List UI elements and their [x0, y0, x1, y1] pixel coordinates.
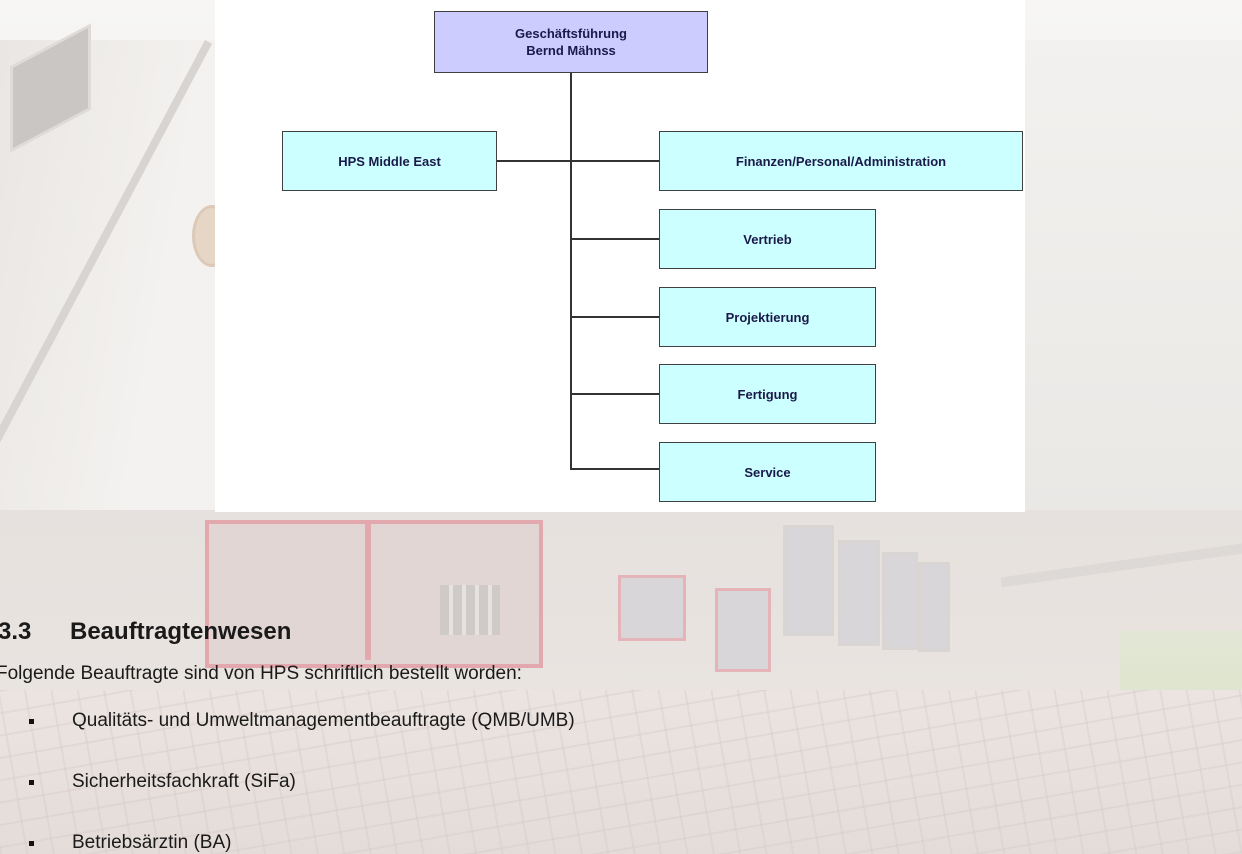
org-chart-branch-line	[570, 393, 660, 395]
org-box-sales: Vertrieb	[659, 209, 876, 269]
org-box-hps-middle-east: HPS Middle East	[282, 131, 497, 191]
org-chart-branch-line	[570, 468, 660, 470]
org-chart-branch-line	[570, 316, 660, 318]
org-chart-trunk-line	[570, 72, 572, 468]
bullet-icon	[29, 841, 34, 846]
section-number: 3.3	[0, 618, 32, 645]
org-chart: Geschäftsführung Bernd Mähnss HPS Middle…	[215, 0, 1025, 512]
bullet-icon	[29, 719, 34, 724]
management-title: Geschäftsführung	[515, 26, 627, 41]
bullet-icon	[29, 780, 34, 785]
section-intro: Folgende Beauftragte sind von HPS schrif…	[0, 663, 522, 684]
management-name: Bernd Mähnss	[526, 43, 616, 58]
org-chart-branch-line	[497, 160, 660, 162]
org-chart-branch-line	[570, 238, 660, 240]
section-heading: 3.3 Beauftragtenwesen	[0, 618, 291, 646]
section-title: Beauftragtenwesen	[70, 618, 292, 645]
org-box-management: Geschäftsführung Bernd Mähnss	[434, 11, 708, 73]
org-box-production: Fertigung	[659, 364, 876, 424]
org-box-finance: Finanzen/Personal/Administration	[659, 131, 1023, 191]
org-box-projects: Projektierung	[659, 287, 876, 347]
org-box-service: Service	[659, 442, 876, 502]
